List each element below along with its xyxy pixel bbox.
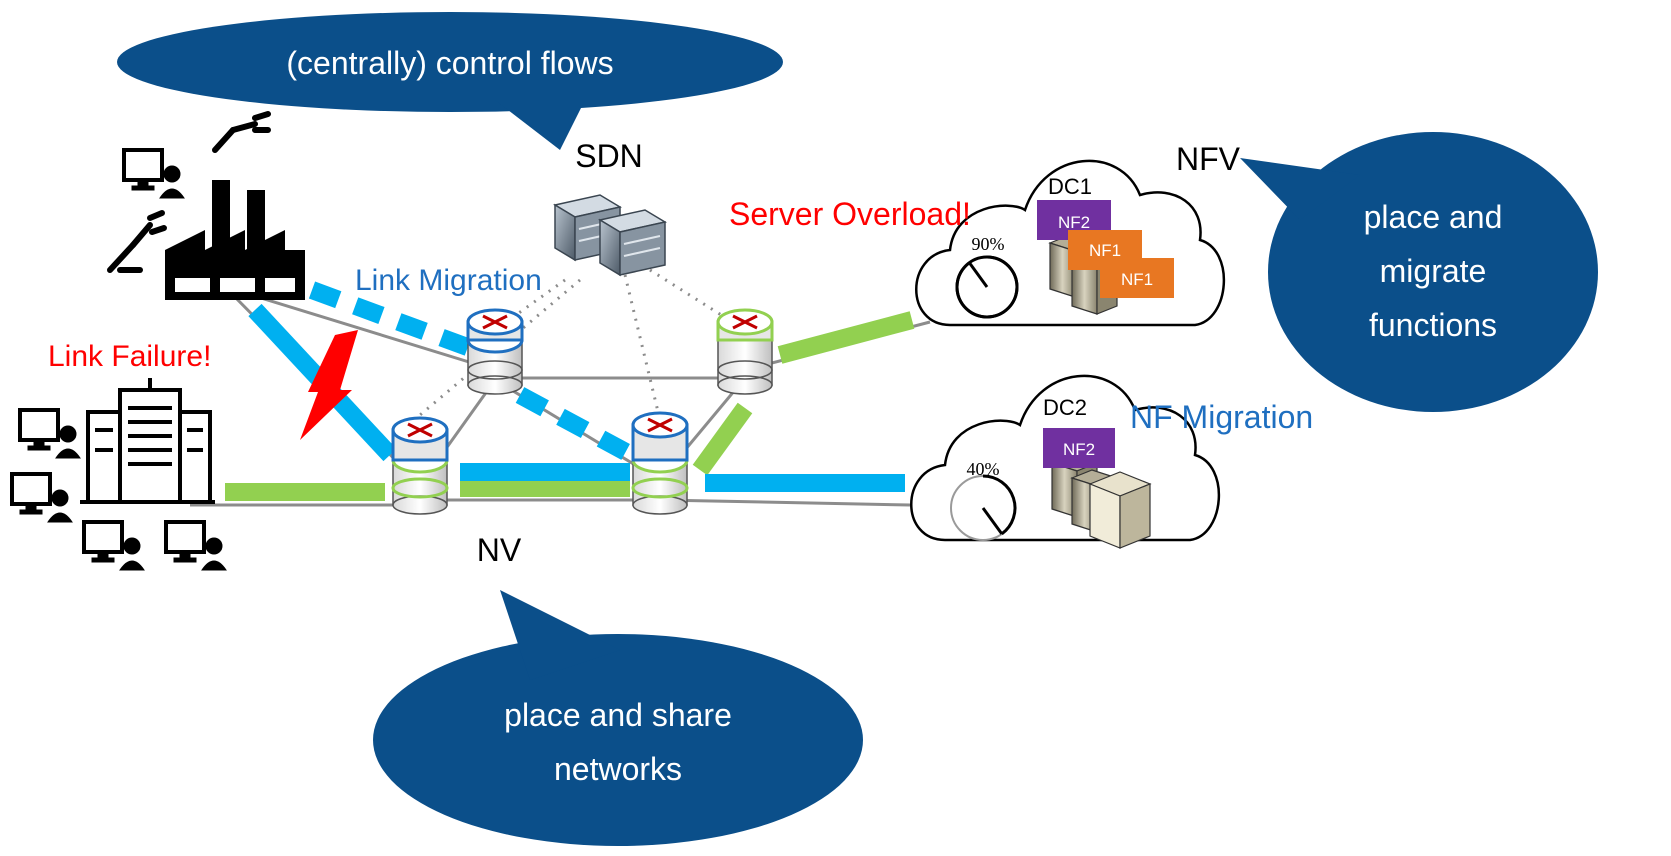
router-b[interactable]	[391, 416, 449, 515]
nfv-callout-line3: functions	[1369, 307, 1497, 343]
nv-callout-line2: networks	[554, 751, 682, 787]
router-a[interactable]	[466, 308, 524, 395]
dc2-nf2-label: NF2	[1063, 440, 1095, 459]
nfv-callout: place and migrate functions	[1240, 132, 1598, 412]
office-building-icon	[80, 378, 215, 504]
sdn-control-links	[419, 268, 746, 421]
nv-callout-line1: place and share	[504, 697, 732, 733]
green-virtual-path	[225, 311, 915, 501]
router-c[interactable]	[631, 411, 689, 515]
dc1-nf1-label-a: NF1	[1089, 241, 1121, 260]
server-overload-label: Server Overload!	[729, 196, 971, 232]
dc2-name: DC2	[1043, 395, 1087, 420]
link-failure-label: Link Failure!	[48, 340, 211, 373]
nfv-callout-line1: place and	[1364, 199, 1503, 235]
nv-callout: place and share networks	[373, 590, 863, 846]
factory-icon	[165, 180, 305, 300]
dc1-load-text: 90%	[972, 234, 1005, 254]
dc2-load-gauge	[950, 474, 1017, 541]
nf-migration-label: NF Migration	[1130, 399, 1313, 435]
router-d[interactable]	[716, 308, 774, 395]
robot-arm-icon	[107, 111, 271, 273]
nv-label: NV	[477, 532, 522, 568]
user-workstation-icons	[10, 148, 227, 571]
sdn-callout-text: (centrally) control flows	[286, 45, 613, 81]
dc1-nf1-label-b: NF1	[1121, 270, 1153, 289]
nfv-label: NFV	[1176, 141, 1241, 177]
dc2-nf2-box[interactable]: NF2	[1043, 428, 1115, 468]
dc1-load-gauge	[955, 255, 1019, 319]
sdn-callout: (centrally) control flows	[117, 12, 783, 150]
dc2-load-text: 40%	[967, 459, 1000, 479]
link-failure-bolt-icon	[300, 330, 358, 440]
migrated-link-path	[308, 281, 655, 473]
sdn-label: SDN	[575, 138, 643, 174]
dc1-nf2-label: NF2	[1058, 213, 1090, 232]
dc2-server-stack-icon	[1050, 454, 1152, 549]
nfv-callout-line2: migrate	[1380, 253, 1487, 289]
dc1-nf1-box-b[interactable]: NF1	[1100, 258, 1174, 298]
dc1-name: DC1	[1048, 174, 1092, 199]
link-migration-label: Link Migration	[355, 264, 542, 297]
sdn-controller-icon	[553, 194, 667, 277]
